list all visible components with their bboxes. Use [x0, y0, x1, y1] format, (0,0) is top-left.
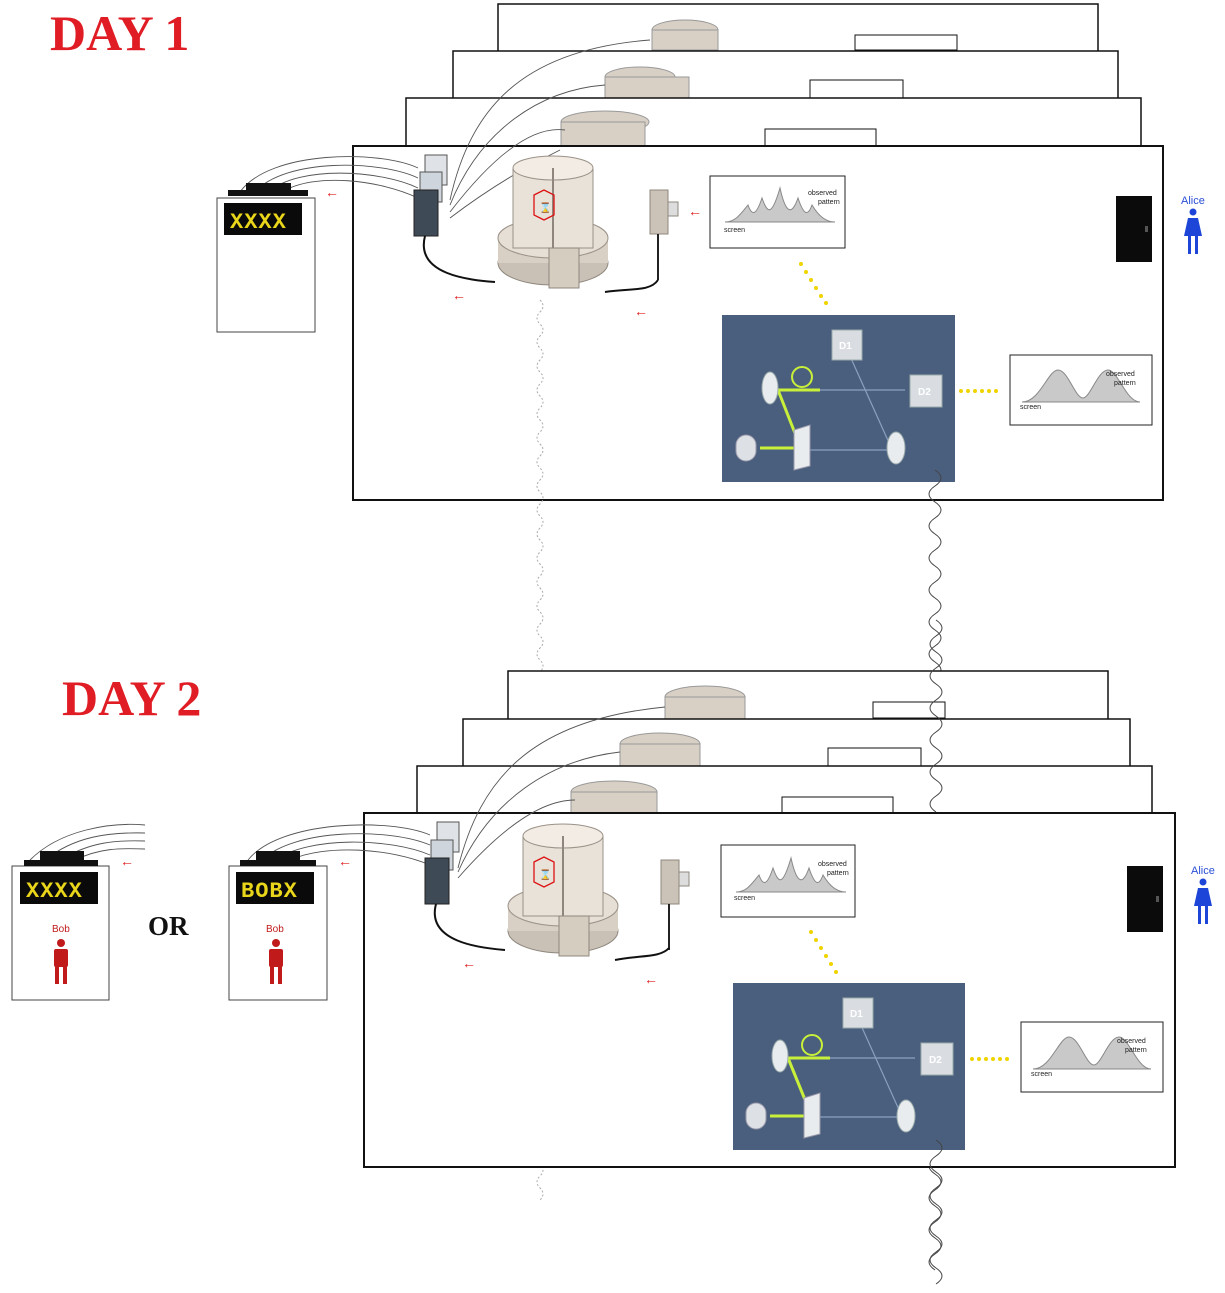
bob-figure-icon: [54, 939, 68, 984]
interferometer-panel: D1 D2: [733, 983, 965, 1150]
signal-arrow: ←: [462, 955, 476, 971]
signal-arrow: ←: [644, 971, 658, 987]
signal-arrow: ←: [120, 853, 134, 869]
which-path-pattern-panel: screen observed pattern: [1020, 1021, 1164, 1093]
detector-d1: D1: [831, 329, 863, 361]
observed-label: observed: [818, 861, 847, 868]
alice-label: Alice: [1191, 865, 1215, 877]
bob-figure-icon: [269, 939, 283, 984]
day2-section: DAY 2: [11, 619, 1215, 1285]
svg-text:⌛: ⌛: [539, 868, 551, 881]
or-label: OR: [148, 911, 189, 941]
pattern-label: pattern: [827, 870, 849, 877]
quantum-cylinder-machine: [507, 823, 619, 957]
day1-title: DAY 1: [50, 5, 189, 61]
alice-label: Alice: [1181, 195, 1205, 207]
signal-arrow: ←: [634, 303, 648, 319]
display-text: XXXX: [230, 210, 287, 235]
display-text: BOBX: [241, 879, 298, 904]
pattern-label: pattern: [818, 199, 840, 206]
detector-d2: D2: [909, 374, 943, 408]
interference-pattern-panel: screen observed pattern: [720, 844, 856, 918]
day2-title: DAY 2: [62, 670, 201, 726]
interferometer-panel: D1 D2: [722, 315, 955, 482]
server-stack: [413, 154, 448, 237]
alice-figure-icon: [1194, 878, 1212, 924]
photon-path-right: [929, 1139, 943, 1285]
door-icon: [1127, 866, 1163, 932]
dotted-link: [809, 930, 1009, 1061]
d2-label: D2: [918, 387, 931, 398]
observed-label: observed: [1117, 1038, 1146, 1045]
screen-label: screen: [734, 895, 755, 902]
alice-figure-icon: [1184, 208, 1202, 254]
d2-label: D2: [929, 1055, 942, 1066]
svg-text:⌛: ⌛: [539, 201, 551, 214]
signal-arrow: ←: [688, 203, 702, 219]
bob-label: Bob: [52, 924, 70, 935]
pattern-label: pattern: [1114, 380, 1136, 387]
which-path-pattern-panel: screen observed pattern: [1009, 354, 1153, 426]
quantum-cylinder-machine: [497, 155, 609, 289]
d1-label: D1: [850, 1009, 863, 1020]
hourglass-icon: ⌛: [533, 189, 555, 221]
day1-section: DAY 1: [50, 3, 1205, 1271]
detector-d2: D2: [920, 1042, 954, 1076]
d1-label: D1: [839, 341, 852, 352]
display-text: XXXX: [26, 879, 83, 904]
dotted-link: [799, 262, 998, 393]
photon-path-right-upper: [929, 619, 943, 813]
bob-label: Bob: [266, 924, 284, 935]
display-terminal-xxxx: XXXX Bob: [11, 851, 110, 1001]
screen-label: screen: [1031, 1071, 1052, 1078]
pattern-label: pattern: [1125, 1047, 1147, 1054]
door-icon: [1116, 196, 1152, 262]
detector-d1: D1: [842, 997, 874, 1029]
display-terminal-day1: XXXX: [216, 183, 316, 333]
screen-label: screen: [724, 227, 745, 234]
hourglass-icon: ⌛: [533, 856, 555, 888]
observed-label: observed: [808, 190, 837, 197]
observed-label: observed: [1106, 371, 1135, 378]
signal-arrow: ←: [338, 853, 352, 869]
interference-pattern-panel: screen observed pattern: [709, 175, 846, 249]
display-terminal-bobx: BOBX Bob: [228, 851, 328, 1001]
signal-arrow: ←: [452, 287, 466, 303]
screen-label: screen: [1020, 404, 1041, 411]
signal-arrow: ←: [325, 184, 339, 200]
server-stack: [424, 821, 460, 905]
